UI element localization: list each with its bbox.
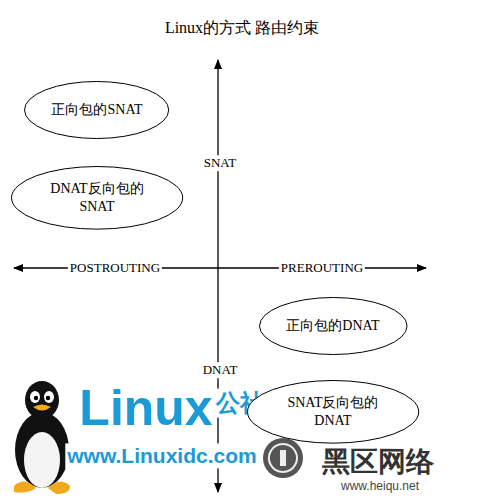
ellipse-node: 正向包的SNAT: [24, 81, 169, 139]
node-text: DNAT反向包的 SNAT: [42, 180, 152, 216]
axis-label: PREROUTING: [279, 260, 365, 276]
axis-label: DNAT: [201, 362, 240, 378]
ellipse-node: SNAT反向包的 DNAT: [247, 380, 419, 444]
vertical-axis: [217, 60, 218, 492]
ellipse-shape: [11, 167, 182, 230]
site-logo: [263, 438, 303, 478]
penguin-logo: [14, 381, 70, 494]
node-text: 正向包的SNAT: [51, 101, 142, 119]
ellipse-shape: [247, 381, 418, 444]
ellipse-outline: [247, 380, 419, 444]
watermark: www.Linuxidc.com: [65, 443, 258, 468]
ellipse-shape: [25, 82, 169, 139]
ellipse-node: 正向包的DNAT: [259, 297, 408, 355]
ellipse-outline: [11, 166, 183, 230]
diagram-title: Linux的方式 路由约束: [165, 18, 319, 37]
watermark: www.heiqu.net: [341, 479, 419, 493]
node-text: SNAT反向包的 DNAT: [278, 394, 388, 430]
axis-label: SNAT: [202, 155, 239, 171]
ellipse-node: DNAT反向包的 SNAT: [11, 166, 183, 230]
axis-label: POSTROUTING: [68, 260, 162, 276]
node-text: 正向包的DNAT: [286, 317, 379, 335]
ellipse-shape: [259, 298, 407, 355]
watermark: 黑区网络: [322, 445, 434, 479]
watermark: Linux: [79, 378, 212, 438]
